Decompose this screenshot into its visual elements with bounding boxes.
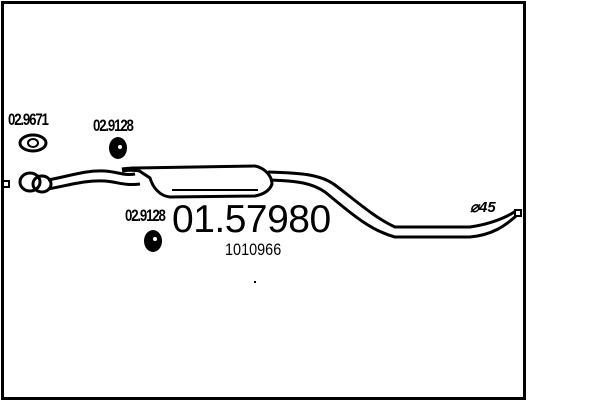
accessory-ref-gasket: 02.9671 xyxy=(8,110,49,129)
oem-reference: 1010966 xyxy=(225,240,282,259)
rear-pipe xyxy=(267,170,518,239)
outlet-end-marker xyxy=(514,209,522,217)
accessory-ref-mount-top: 02.9128 xyxy=(93,116,134,135)
muffler-body xyxy=(130,164,274,199)
rubber-mount-icon-bottom xyxy=(144,230,162,252)
inlet-flange-icon xyxy=(18,171,53,194)
part-number: 01.57980 xyxy=(172,198,331,241)
pipe-diameter-label: ⌀45 xyxy=(470,199,496,216)
inlet-end-marker xyxy=(2,180,10,188)
accessory-ref-mount-bottom: 02.9128 xyxy=(125,206,166,225)
drawing-frame xyxy=(1,1,526,400)
front-pipe xyxy=(47,169,141,191)
rubber-mount-icon-top xyxy=(109,137,127,159)
gasket-icon xyxy=(18,133,48,153)
